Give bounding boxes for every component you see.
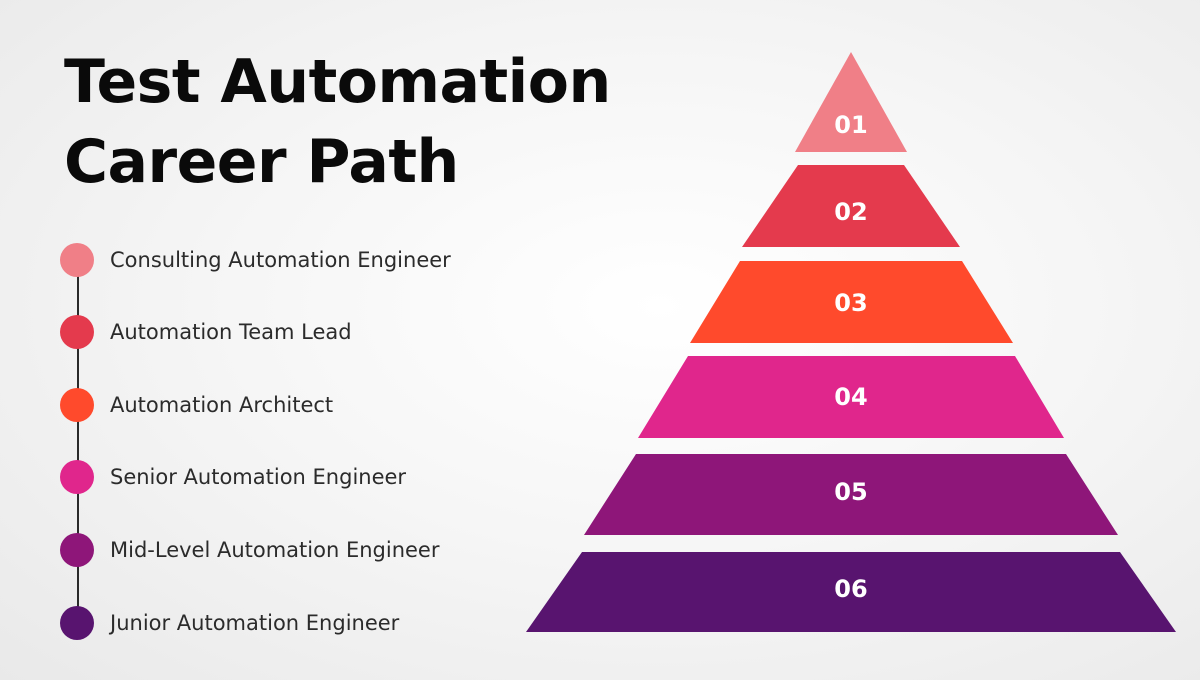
career-level-item: Automation Architect [60,381,333,429]
title-line-1: Test Automation [64,47,611,117]
level-marker-dot [60,460,94,494]
career-level-item: Senior Automation Engineer [60,453,406,501]
career-level-list: Consulting Automation Engineer Automatio… [60,236,520,646]
pyramid-tier-4 [638,356,1064,438]
level-marker-dot [60,606,94,640]
level-label: Senior Automation Engineer [110,465,407,489]
level-label: Automation Team Lead [110,320,352,344]
timeline-connector [77,260,79,626]
career-level-item: Automation Team Lead [60,308,352,356]
level-label: Mid-Level Automation Engineer [110,538,440,562]
level-marker-dot [60,388,94,422]
career-level-item: Junior Automation Engineer [60,599,399,647]
level-label: Automation Architect [110,393,334,417]
pyramid-tier-6 [526,552,1176,632]
pyramid-tier-2 [742,165,960,247]
title-line-2: Career Path [64,127,459,197]
tier-number: 01 [834,111,867,139]
level-label: Consulting Automation Engineer [110,248,451,272]
level-marker-dot [60,243,94,277]
level-label: Junior Automation Engineer [110,611,400,635]
career-level-item: Mid-Level Automation Engineer [60,526,439,574]
tier-number: 06 [834,575,867,603]
page-title: Test Automation Career Path [64,42,611,202]
tier-number: 04 [834,383,867,411]
pyramid-tier-3 [690,261,1013,343]
pyramid-tier-1 [795,52,907,152]
tier-number: 05 [834,478,867,506]
tier-number: 03 [834,289,867,317]
level-marker-dot [60,315,94,349]
tier-number: 02 [834,198,867,226]
career-level-item: Consulting Automation Engineer [60,236,451,284]
pyramid-tier-5 [584,454,1118,535]
level-marker-dot [60,533,94,567]
